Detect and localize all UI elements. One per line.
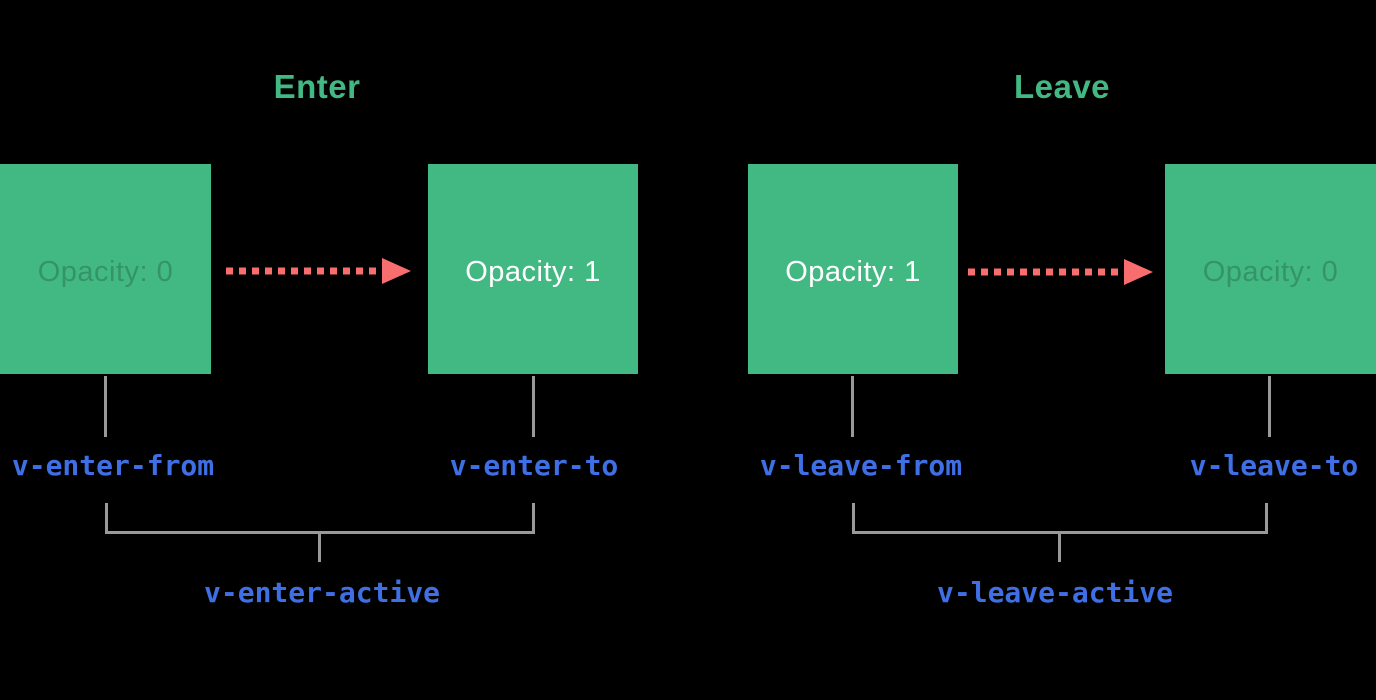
connector-line [851, 376, 854, 437]
enter-active-bracket-stem [318, 534, 321, 562]
enter-active-bracket [105, 503, 535, 534]
leave-from-box: Opacity: 1 [748, 164, 958, 374]
leave-to-box-label: Opacity: 0 [1202, 255, 1339, 288]
enter-to-class-label: v-enter-to [449, 449, 619, 482]
dashed-arrow-right-icon [226, 258, 411, 284]
enter-from-box: Opacity: 0 [0, 164, 211, 374]
connector-line [532, 376, 535, 437]
enter-active-class-label: v-enter-active [203, 576, 441, 609]
leave-active-bracket-stem [1058, 534, 1061, 562]
connector-line [104, 376, 107, 437]
leave-active-class-label: v-leave-active [936, 576, 1174, 609]
enter-to-box-label: Opacity: 1 [465, 255, 601, 288]
leave-from-class-label: v-leave-from [759, 449, 963, 482]
leave-to-class-label: v-leave-to [1189, 449, 1359, 482]
enter-to-box: Opacity: 1 [428, 164, 638, 374]
connector-line [1268, 376, 1271, 437]
enter-from-box-label: Opacity: 0 [37, 255, 174, 288]
leave-to-box: Opacity: 0 [1165, 164, 1376, 374]
leave-from-box-label: Opacity: 1 [785, 255, 921, 288]
leave-section-title: Leave [1013, 68, 1111, 105]
enter-section-title: Enter [273, 68, 361, 105]
dashed-arrow-right-icon [968, 259, 1153, 285]
enter-from-class-label: v-enter-from [11, 449, 215, 482]
leave-active-bracket [852, 503, 1268, 534]
